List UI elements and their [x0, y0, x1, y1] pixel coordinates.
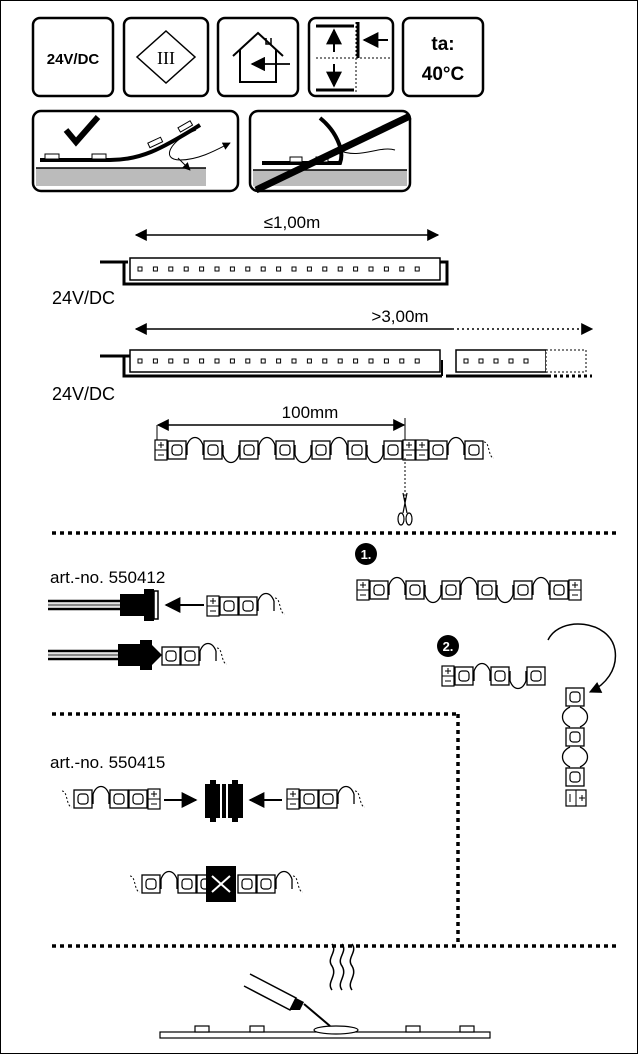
cut-interval-diagram: 100mm [154, 403, 495, 526]
soldering-iron-handle [243, 973, 298, 1012]
joint-connector-section: art.-no. 550415 [50, 753, 366, 902]
step-1-marker [355, 543, 377, 565]
mounting-distance-badge [307, 16, 395, 98]
led-strip-cut-segment [154, 436, 495, 464]
cut-interval-label: 100mm [282, 403, 339, 422]
ambient-value: 40°C [422, 64, 465, 85]
max-length-diagram: ≤1,00m 24V/DC [52, 213, 449, 308]
step-2-section: 2. [437, 623, 617, 807]
indoor-use-badge [216, 16, 300, 98]
bend-arrow-icon [547, 623, 617, 693]
bend-forbidden-illustration [248, 109, 412, 194]
led-strip-step-2-horizontal [441, 662, 546, 690]
step-2-marker [437, 635, 459, 657]
supply-label-2: 24V/DC [52, 384, 115, 404]
led-strip-step-1 [356, 576, 582, 604]
led-strip-short-a [206, 592, 286, 617]
voltage-badge: 24V/DC [31, 16, 115, 98]
step-2-label: 2. [443, 639, 454, 654]
joint-connector-closed-icon [206, 866, 236, 902]
joint-article-number: art.-no. 550415 [50, 753, 165, 772]
protection-class-badge: III [122, 16, 210, 98]
extended-length-label: >3,00m [371, 307, 428, 326]
led-strip-joint-left [61, 785, 161, 810]
led-strip-joined [129, 870, 304, 894]
ambient-label: ta: [431, 34, 454, 55]
led-strip-step-2-vertical [561, 687, 589, 807]
supply-label-1: 24V/DC [52, 288, 115, 308]
max-length-label: ≤1,00m [264, 213, 321, 232]
extended-length-diagram: >3,00m 24V/DC [52, 307, 594, 404]
soldering-illustration [159, 943, 491, 1039]
scissors-icon [397, 492, 413, 526]
step-1-section: 1. [355, 543, 582, 604]
house-icon [232, 31, 284, 83]
ambient-temperature-badge: ta: 40°C [401, 16, 485, 98]
voltage-badge-text: 24V/DC [47, 51, 100, 68]
feed-article-number: art.-no. 550412 [50, 568, 165, 587]
diamond-icon [135, 29, 197, 85]
feed-connector-section: art.-no. 550412 [48, 568, 286, 670]
joint-connector-icon [205, 780, 243, 822]
bend-allowed-illustration [31, 109, 240, 193]
protection-class-text: III [157, 48, 175, 68]
step-1-label: 1. [361, 547, 372, 562]
checkmark-icon [63, 115, 101, 147]
heat-wave-icon [329, 943, 335, 991]
led-strip-short-b [161, 642, 228, 666]
led-strip-joint-right [286, 785, 366, 810]
prohibited-slash-icon [254, 112, 412, 194]
